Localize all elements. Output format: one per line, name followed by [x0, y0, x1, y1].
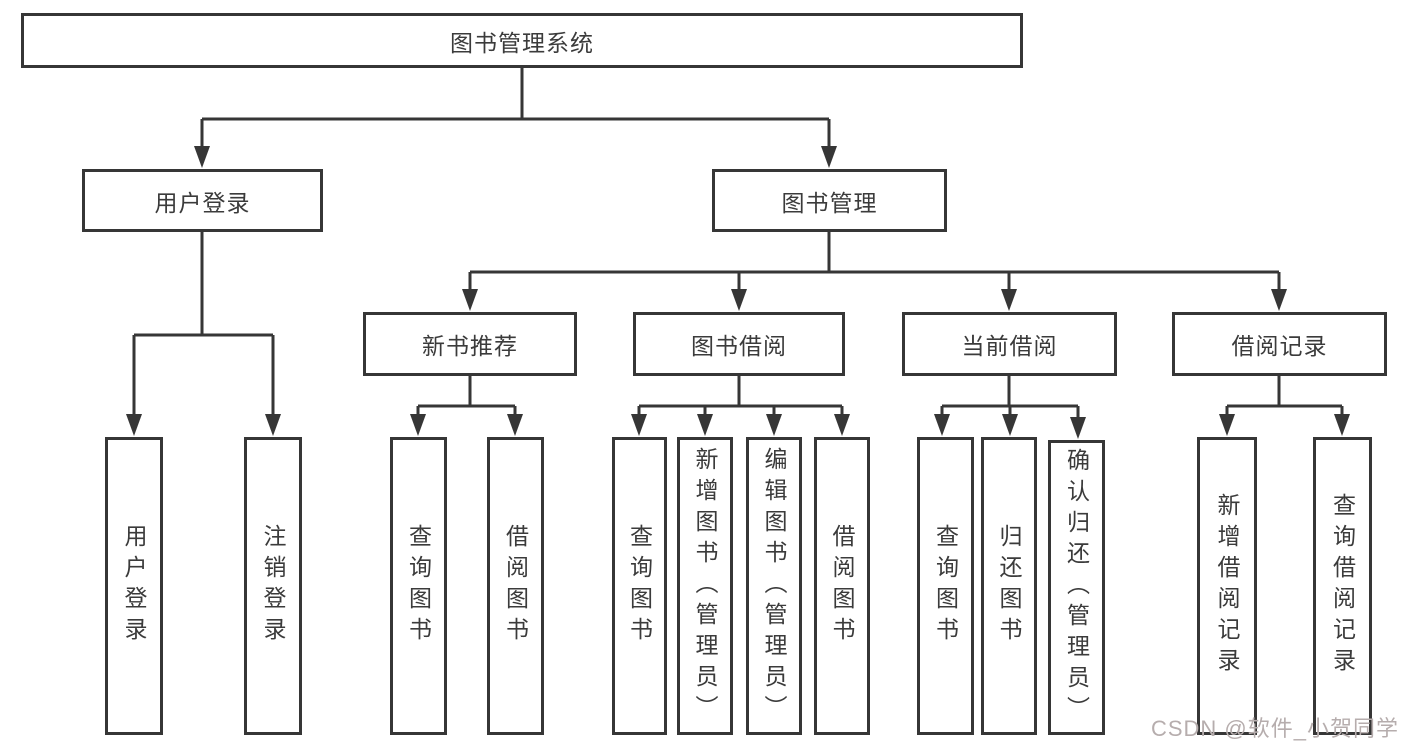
leaf-query-books-recommend-label: 查询图书 — [405, 524, 432, 648]
leaf-user-login-label: 用户登录 — [121, 524, 147, 648]
arrowhead-icon — [821, 146, 837, 168]
arrowhead-icon — [731, 289, 747, 311]
arrowhead-icon — [631, 414, 647, 436]
leaf-query-borrow-record-label: 查询借阅记录 — [1329, 493, 1356, 679]
edge-currentborrow-to-leaves — [940, 376, 1080, 420]
arrowhead-icon — [1334, 414, 1350, 436]
leaf-borrow-books-borrowing-label: 借阅图书 — [829, 524, 855, 648]
arrowhead-icon — [834, 414, 850, 436]
node-book-management: 图书管理 — [712, 169, 947, 232]
arrowhead-icon — [410, 414, 426, 436]
leaf-confirm-return-admin-label: 确认归还（管理员） — [1063, 448, 1090, 727]
leaf-query-books-borrowing: 查询图书 — [612, 437, 667, 735]
edge-bookborrow-to-leaves — [637, 376, 844, 420]
csdn-watermark: CSDN @软件_小贺同学 — [1150, 716, 1399, 741]
leaf-user-login: 用户登录 — [105, 437, 163, 735]
arrowhead-icon — [126, 414, 142, 436]
arrowhead-icon — [1002, 414, 1018, 436]
edge-borrowrecords-to-leaves — [1225, 376, 1344, 420]
arrowhead-icon — [766, 414, 782, 436]
leaf-borrow-books-recommend-label: 借阅图书 — [502, 524, 529, 648]
leaf-query-books-current: 查询图书 — [917, 437, 974, 735]
leaf-add-borrow-record: 新增借阅记录 — [1197, 437, 1257, 735]
arrowhead-icon — [462, 289, 478, 311]
leaf-borrow-books-recommend: 借阅图书 — [487, 437, 544, 735]
node-current-borrowing: 当前借阅 — [902, 312, 1117, 376]
arrowheads — [126, 146, 1350, 439]
leaf-add-books-admin: 新增图书（管理员） — [677, 437, 733, 735]
leaf-query-books-recommend: 查询图书 — [390, 437, 447, 735]
node-new-book-recommend: 新书推荐 — [363, 312, 577, 376]
edge-bookmgmt-to-level3 — [468, 232, 1281, 295]
node-user-login: 用户登录 — [82, 169, 323, 232]
arrowhead-icon — [1219, 414, 1235, 436]
edge-newbookrec-to-leaves — [416, 376, 517, 420]
edge-userlogin-to-leaves — [132, 232, 275, 420]
node-root: 图书管理系统 — [21, 13, 1023, 68]
leaf-query-borrow-record: 查询借阅记录 — [1313, 437, 1372, 735]
leaf-return-books-label: 归还图书 — [996, 524, 1022, 648]
leaf-add-borrow-record-label: 新增借阅记录 — [1214, 493, 1240, 679]
leaf-confirm-return-admin: 确认归还（管理员） — [1048, 440, 1105, 735]
leaf-edit-books-admin: 编辑图书（管理员） — [746, 437, 802, 735]
arrowhead-icon — [265, 414, 281, 436]
arrowhead-icon — [507, 414, 523, 436]
arrowhead-icon — [697, 414, 713, 436]
leaf-return-books: 归还图书 — [981, 437, 1037, 735]
leaf-logout: 注销登录 — [244, 437, 302, 735]
leaf-logout-label: 注销登录 — [260, 524, 286, 648]
arrowhead-icon — [1001, 289, 1017, 311]
node-book-borrowing: 图书借阅 — [633, 312, 845, 376]
leaf-query-books-borrowing-label: 查询图书 — [626, 524, 653, 648]
arrowhead-icon — [1271, 289, 1287, 311]
edge-root-to-level2 — [200, 68, 831, 152]
arrowhead-icon — [1070, 417, 1086, 439]
arrowhead-icon — [194, 146, 210, 168]
leaf-edit-books-admin-label: 编辑图书（管理员） — [761, 446, 787, 726]
leaf-add-books-admin-label: 新增图书（管理员） — [692, 446, 718, 726]
arrowhead-icon — [934, 414, 950, 436]
leaf-borrow-books-borrowing: 借阅图书 — [814, 437, 870, 735]
leaf-query-books-current-label: 查询图书 — [932, 524, 959, 648]
node-borrowing-records: 借阅记录 — [1172, 312, 1387, 376]
